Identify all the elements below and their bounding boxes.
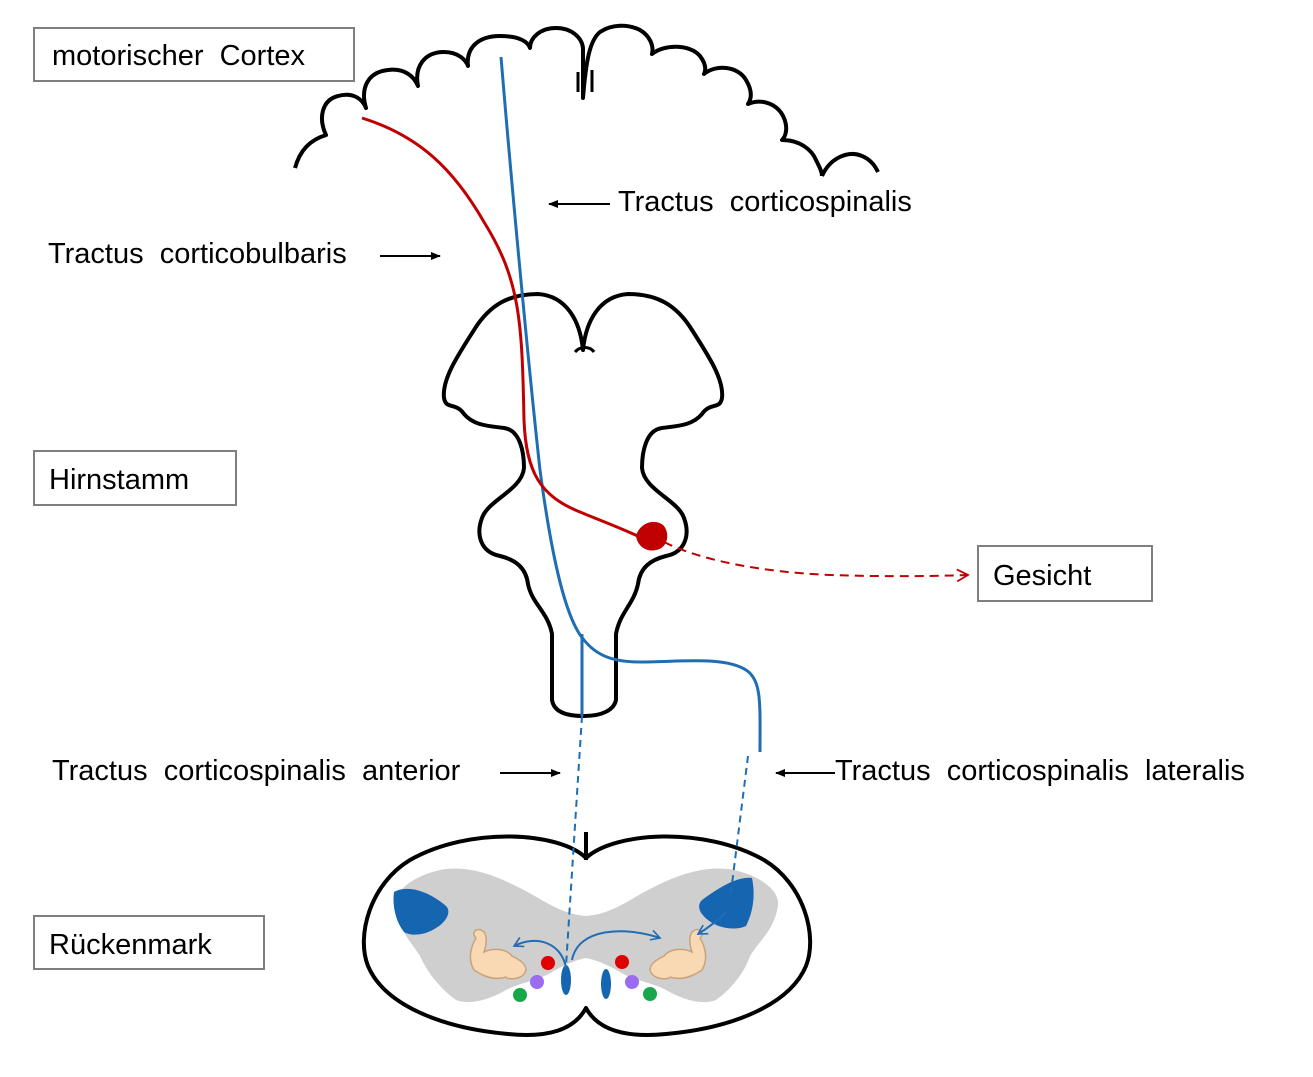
cortex-outline [293, 23, 824, 177]
anterior-motor-area-left [561, 965, 571, 995]
face-box-label: Gesicht [993, 560, 1091, 592]
face-box [977, 545, 1153, 602]
spinal-arrow-to-right-arm [571, 929, 662, 961]
anterior-motor-area-right [601, 969, 611, 999]
cortex-box-label: motorischer Cortex [52, 40, 306, 72]
label-tractus-corticobulbaris: Tractus corticobulbaris [48, 238, 347, 270]
spinal-cord-box [33, 915, 265, 970]
spinal-arrow-to-left-arm [512, 937, 567, 969]
brainstem-box [33, 450, 237, 506]
label-tractus-corticospinalis: Tractus corticospinalis [618, 186, 912, 218]
dot-red-right [615, 955, 629, 969]
brainstem-notch [573, 346, 596, 354]
label-tractus-corticospinalis-anterior: Tractus corticospinalis anterior [52, 755, 461, 787]
cortex-outline-right [820, 152, 880, 177]
label-tractus-corticospinalis-lateralis: Tractus corticospinalis lateralis [835, 755, 1245, 787]
dot-purple-left [530, 975, 544, 989]
face-projection-dashed [663, 541, 970, 583]
brainstem-box-label: Hirnstamm [49, 464, 189, 496]
lateral-tract-dashed [729, 755, 749, 901]
cortex-box [33, 27, 355, 82]
corticobulbar-tract [361, 116, 647, 542]
flexed-biceps-icon-right [649, 928, 707, 980]
spinal-arrow-lateral-right [696, 911, 727, 935]
lateral-motor-area-right [699, 877, 754, 929]
lateral-motor-area-left [393, 888, 449, 935]
dot-red-left [541, 956, 555, 970]
cranial-nerve-nucleus [636, 521, 668, 551]
spinal-cord-box-label: Rückenmark [49, 929, 212, 961]
anterior-tract-dashed [565, 715, 583, 967]
flexed-biceps-icon-left [469, 928, 527, 980]
dot-green-left [513, 988, 527, 1002]
cortex-midline [576, 70, 594, 92]
dot-green-right [643, 987, 657, 1001]
spinal-cord-outline [361, 834, 813, 1037]
brainstem-outline [441, 292, 725, 718]
dot-purple-right [625, 975, 639, 989]
